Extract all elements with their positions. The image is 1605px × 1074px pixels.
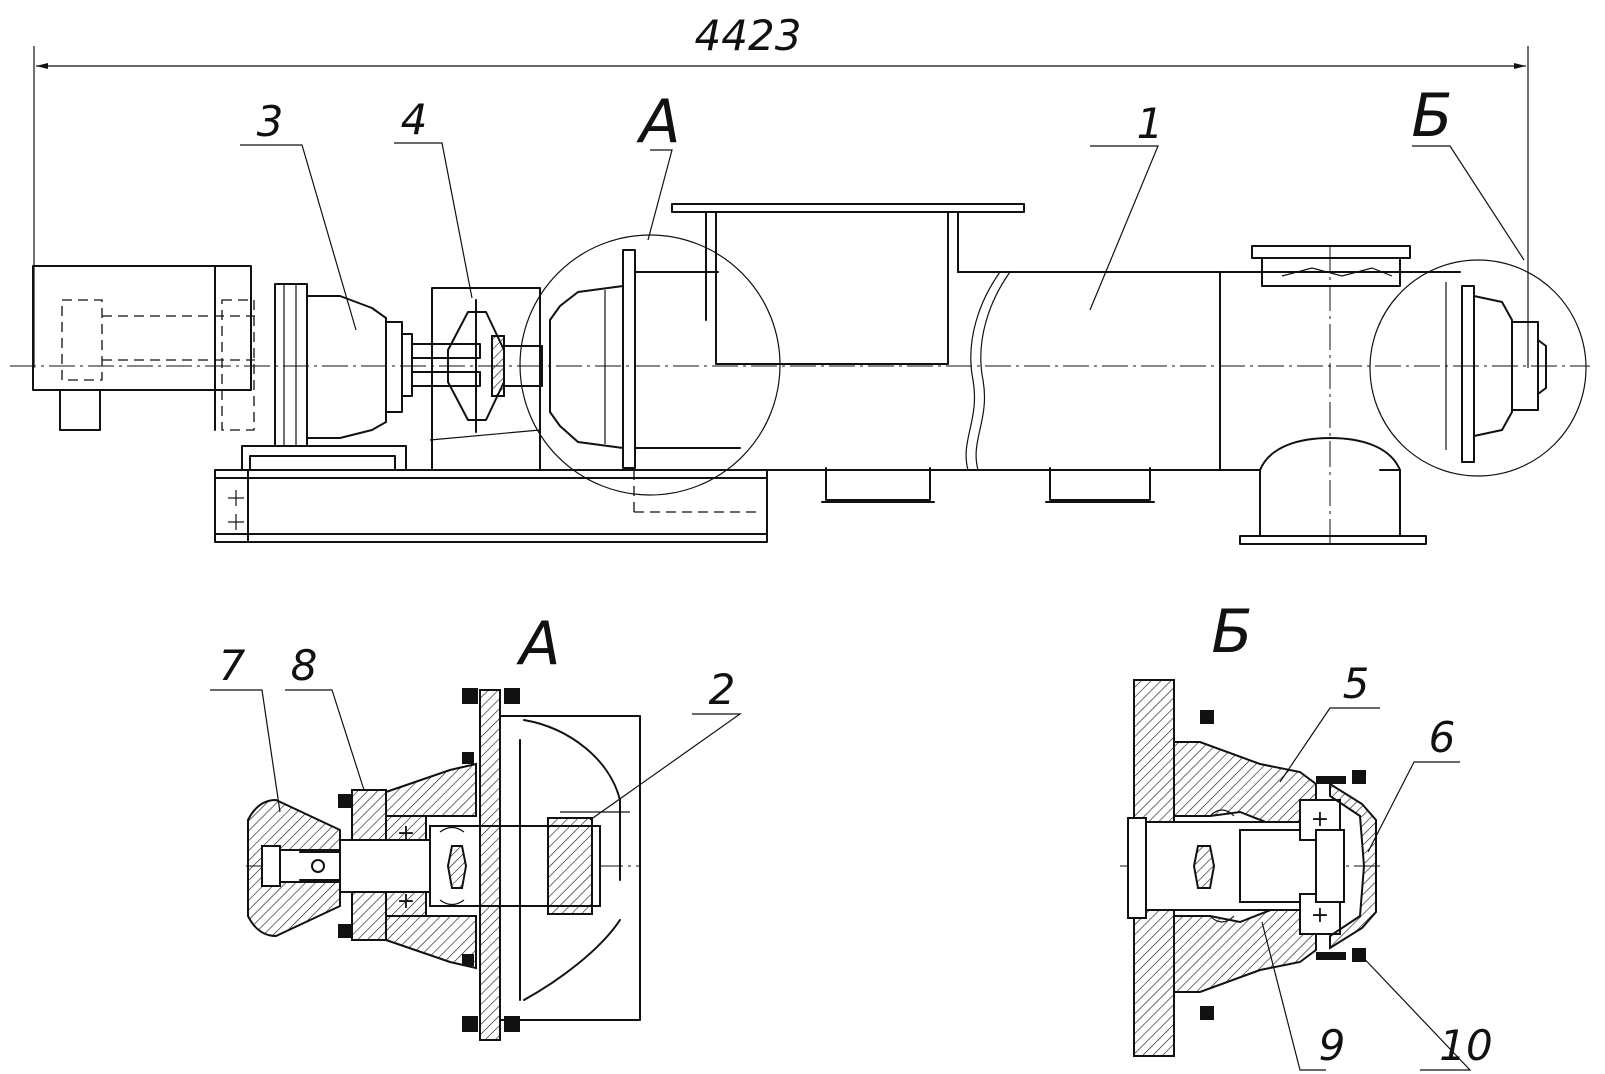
- callout-detail-b: Б: [1411, 81, 1452, 151]
- callout-coupling: 4: [401, 95, 428, 144]
- outlet-section: [1219, 245, 1547, 545]
- callout-end-cap: 6: [1429, 713, 1456, 762]
- callout-gearmotor: 3: [257, 97, 284, 146]
- coupling: [411, 287, 543, 471]
- overall-length-label: 4423: [695, 11, 802, 60]
- callout-bolt: 10: [1439, 1021, 1492, 1070]
- main-view: 3 4 А 1 Б: [10, 81, 1590, 545]
- svg-text:+: +: [1311, 903, 1329, 928]
- gear-reducer: [274, 283, 413, 447]
- detail-b-view: Б + + 5 6 9 10: [1120, 597, 1493, 1071]
- detail-b-title: Б: [1211, 597, 1252, 667]
- overall-dimension: 4423: [33, 11, 1529, 368]
- drive-end-housing: [549, 249, 741, 469]
- base-frame: [214, 445, 768, 543]
- detail-a-title: А: [515, 609, 560, 679]
- detail-a-view: А + +: [210, 609, 742, 1041]
- callout-seal: 9: [1319, 1021, 1346, 1070]
- svg-text:+: +: [1311, 807, 1329, 832]
- callout-screw: 2: [709, 665, 736, 714]
- callout-shaft-end: 7: [219, 641, 246, 690]
- callout-detail-a: А: [635, 87, 680, 157]
- callout-conveyor-body: 1: [1137, 99, 1164, 148]
- callout-bearing-housing: 5: [1343, 659, 1370, 708]
- detail-a-circle: [519, 234, 781, 496]
- conveyor-tube: [739, 271, 1221, 503]
- detail-b-circle: [1369, 259, 1587, 477]
- callout-seal-cover: 8: [291, 641, 318, 690]
- inlet-hopper: [671, 203, 1025, 365]
- electric-motor: [32, 265, 255, 431]
